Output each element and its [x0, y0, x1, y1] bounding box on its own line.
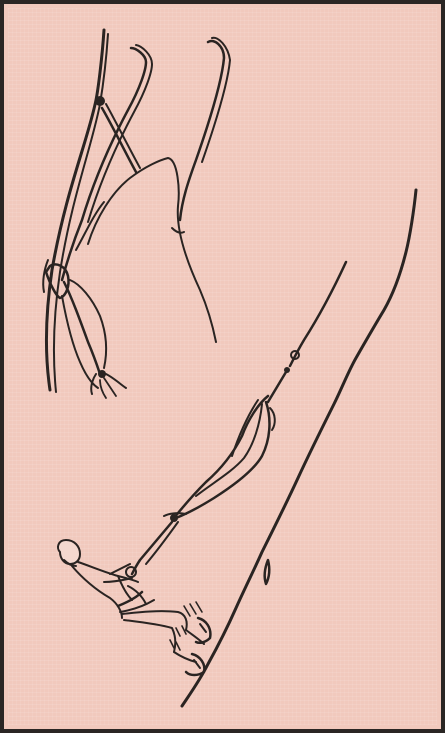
knot-bottom-icon [98, 370, 106, 378]
main-rope [132, 262, 346, 574]
knot-top-icon [95, 96, 105, 106]
sling-detail [43, 30, 230, 398]
climber [58, 540, 210, 675]
rock-wall [182, 190, 416, 706]
hand-icon [126, 567, 136, 577]
sling-knot-icon [170, 514, 178, 522]
